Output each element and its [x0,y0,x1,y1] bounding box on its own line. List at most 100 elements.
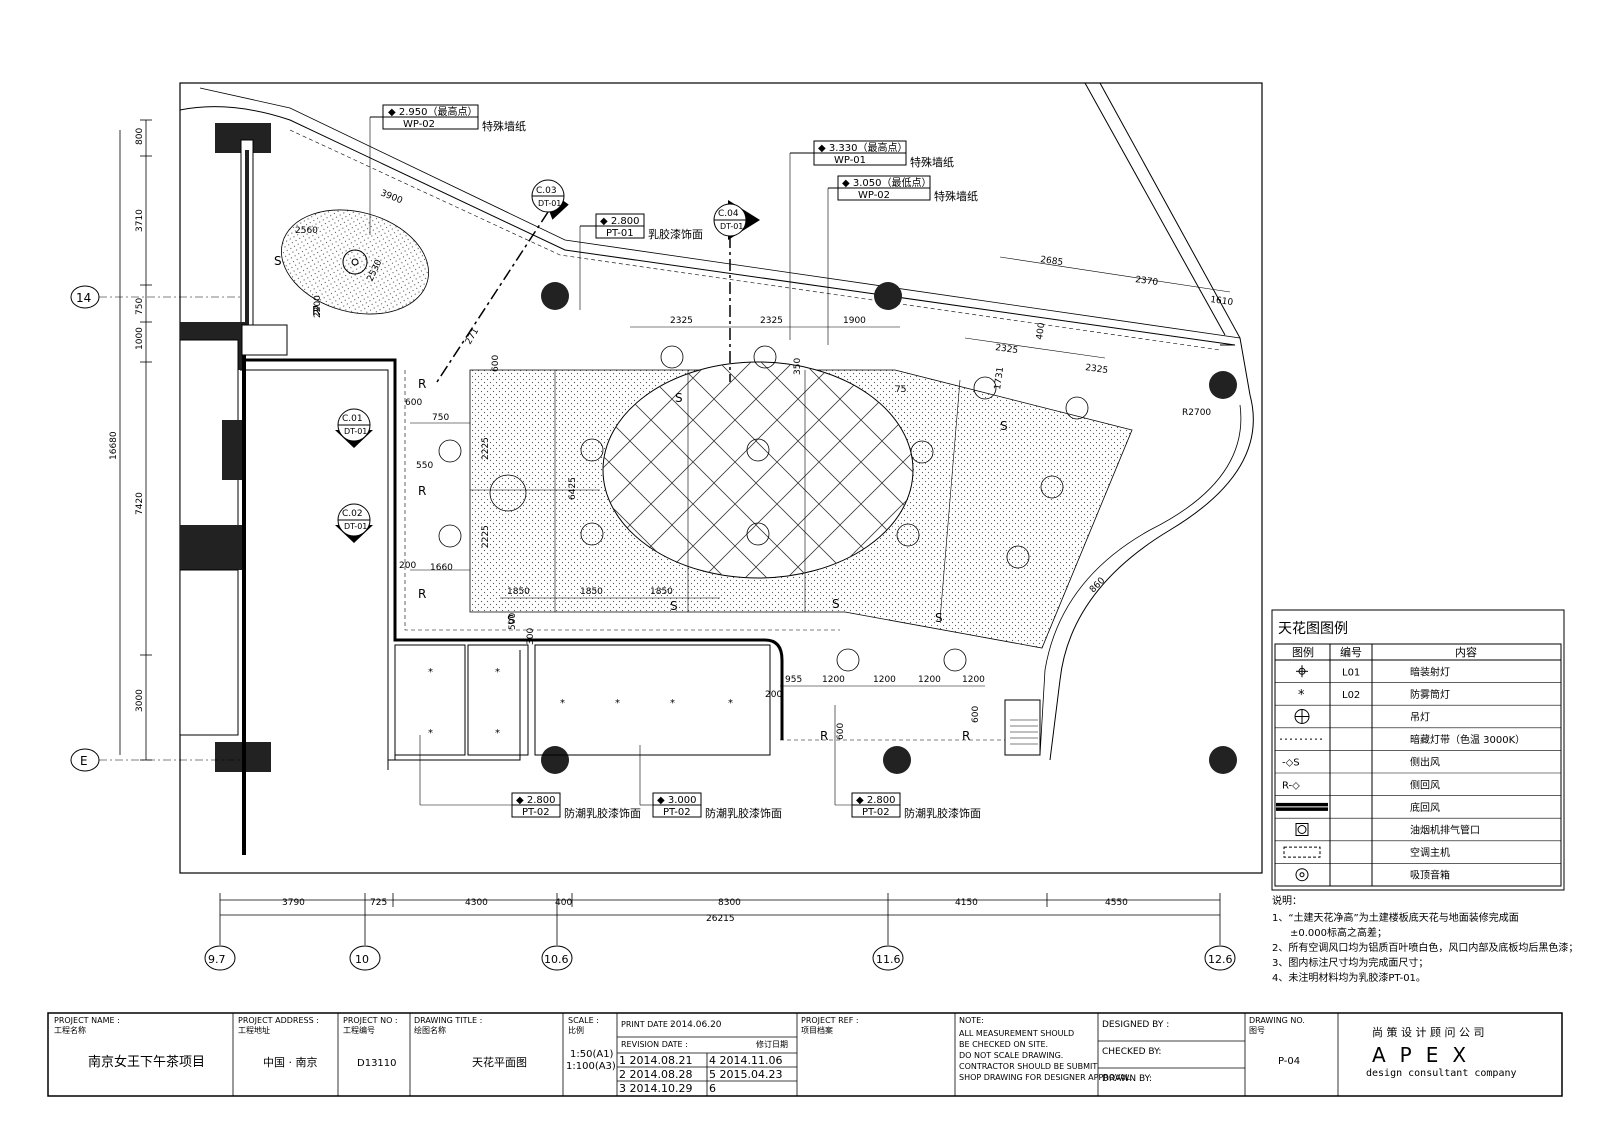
svg-text:3、图内标注尺寸均为完成面尺寸；: 3、图内标注尺寸均为完成面尺寸； [1272,956,1428,969]
svg-text:WP-02: WP-02 [858,190,890,201]
axis-label-9-7: 9.7 [208,953,226,966]
svg-text:P-04: P-04 [1278,1056,1300,1067]
dim-500: 500 [508,613,518,630]
svg-text:C.04: C.04 [718,209,739,219]
svg-text:DO NOT SCALE DRAWING.: DO NOT SCALE DRAWING. [959,1051,1063,1060]
legend-content: 油烟机排气管口 [1410,824,1480,837]
dim-2325-a: 2325 [670,316,693,326]
svg-text:R: R [418,587,426,601]
dim-bottom-1: 3790 [282,898,305,908]
svg-text:特殊墙纸: 特殊墙纸 [482,119,526,133]
dim-bottom-4: 400 [555,898,572,908]
svg-text:DESIGNED BY :: DESIGNED BY : [1102,1020,1169,1030]
svg-text:DT-01: DT-01 [538,199,561,208]
svg-text:说明：: 说明： [1272,894,1302,907]
svg-text:-◇S: -◇S [1282,758,1300,769]
svg-text:天花平面图: 天花平面图 [472,1056,527,1069]
section-marker-c04: C.04 DT-01 [713,200,760,382]
svg-text:图号: 图号 [1249,1026,1265,1035]
svg-text:1:50(A1): 1:50(A1) [570,1049,614,1060]
svg-text:◆ 2.800: ◆ 2.800 [516,795,556,806]
axis-label-11-6: 11.6 [876,953,901,966]
svg-text:C.01: C.01 [342,414,363,424]
level-tag-7: ◆ 2.800 PT-02 防潮乳胶漆饰面 [834,705,981,820]
dim-2325-c: 2325 [995,343,1019,356]
dim-2685: 2685 [1040,255,1064,268]
dim-600-b: 600 [405,398,422,408]
pendant-lamp-icon [1294,709,1310,724]
svg-text:C.02: C.02 [342,509,363,519]
legend-content: 侧回风 [1410,778,1440,791]
dim-1850-a: 1850 [507,587,530,597]
svg-text:*: * [495,728,500,739]
svg-text:S: S [675,391,683,405]
exhaust-outlet-icon [1295,823,1309,836]
svg-text:防潮乳胶漆饰面: 防潮乳胶漆饰面 [904,806,981,820]
axis-label-10: 10 [355,953,369,966]
svg-text:PRINT DATE :: PRINT DATE : [621,1020,673,1029]
section-marker-c03: C.03 DT-01 [434,179,569,386]
svg-text:4、未注明材料均为乳胶漆PT-01。: 4、未注明材料均为乳胶漆PT-01。 [1272,971,1426,984]
level-tag-3: ◆ 3.050（最低点） WP-02 特殊墙纸 [827,175,978,345]
svg-text:APEX: APEX [1372,1043,1480,1067]
dim-2370: 2370 [1135,275,1159,288]
svg-text:工程名称: 工程名称 [54,1025,86,1035]
dim-left-3: 750 [135,298,145,315]
svg-text:*: * [560,698,565,709]
svg-text:C.03: C.03 [536,186,557,196]
svg-text:SCALE :: SCALE : [568,1016,599,1025]
dim-200-b: 200 [765,690,782,700]
dim-left-5: 7420 [135,492,145,515]
dim-2225-a: 2225 [481,437,491,460]
svg-text:ALL MEASUREMENT SHOULD: ALL MEASUREMENT SHOULD [959,1029,1074,1038]
dim-550: 550 [416,461,433,471]
svg-text:◆ 3.330（最高点）: ◆ 3.330（最高点） [818,141,908,154]
svg-text:CONTRACTOR SHOULD BE SUBMIT: CONTRACTOR SHOULD BE SUBMIT [959,1062,1097,1071]
dim-bottom-5: 8300 [718,898,741,908]
dim-left-6: 3000 [135,689,145,712]
svg-text:3 2014.10.29: 3 2014.10.29 [619,1082,692,1095]
dim-left-total: 16680 [109,431,119,460]
svg-text:S: S [507,613,515,627]
section-marker-c01: C.01 DT-01 [335,408,373,448]
legend-code: L02 [1342,690,1360,701]
svg-text:防潮乳胶漆饰面: 防潮乳胶漆饰面 [705,806,782,820]
svg-text:PT-02: PT-02 [663,807,691,818]
dim-600-d: 600 [836,723,846,740]
svg-text:S: S [935,611,943,625]
dim-left-1: 800 [135,128,145,145]
svg-text:E: E [80,754,88,768]
svg-text:R: R [418,377,426,391]
axis-bubbles-bottom [204,945,1236,971]
dim-1200-a: 1200 [822,675,845,685]
svg-text:PT-01: PT-01 [606,228,634,239]
dim-2325-d: 2325 [1085,363,1109,376]
dim-750: 750 [432,413,449,423]
svg-text:特殊墙纸: 特殊墙纸 [910,155,954,169]
pendant-lamp [342,249,368,275]
legend-content: 防雾筒灯 [1410,688,1450,701]
svg-text:PROJECT ADDRESS :: PROJECT ADDRESS : [238,1016,319,1025]
svg-text:DT-01: DT-01 [344,427,367,436]
svg-text:◆ 2.950（最高点）: ◆ 2.950（最高点） [388,105,478,118]
svg-text:编号: 编号 [1340,645,1362,659]
svg-text:DRAWN BY:: DRAWN BY: [1102,1074,1152,1084]
svg-text:±0.000标高之高差；: ±0.000标高之高差； [1290,926,1387,939]
dim-1200-d: 1200 [962,675,985,685]
svg-text:1 2014.08.21: 1 2014.08.21 [619,1054,692,1067]
svg-text:*: * [1298,688,1305,703]
svg-text:1、“土建天花净高”为土建楼板底天花与地面装修完成面: 1、“土建天花净高”为土建楼板底天花与地面装修完成面 [1272,911,1519,924]
structural-columns [541,282,1237,774]
recessed-spotlight-icon [1296,665,1308,678]
dim-6425: 6425 [568,477,578,500]
svg-text:DT-01: DT-01 [344,522,367,531]
legend-content: 吸顶音箱 [1410,869,1450,882]
legend-content: 底回风 [1410,801,1440,814]
svg-text:WP-02: WP-02 [403,119,435,130]
svg-text:PT-02: PT-02 [522,807,550,818]
legend-content: 空调主机 [1410,846,1450,859]
svg-text:绘图名称: 绘图名称 [414,1025,446,1035]
svg-text:PROJECT NAME :: PROJECT NAME : [54,1016,120,1025]
